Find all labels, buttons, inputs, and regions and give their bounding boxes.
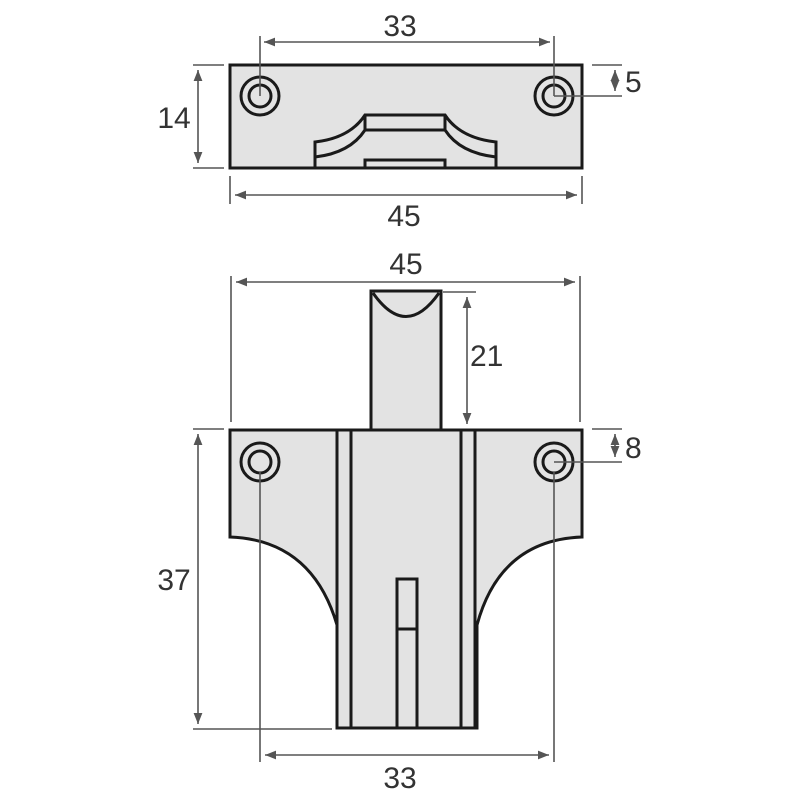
dimension-hole-spacing-top: 33 <box>259 10 555 96</box>
front-view: 45 21 8 37 33 <box>157 248 641 795</box>
handle-slot <box>395 577 419 730</box>
dimension-height-top: 14 <box>157 64 224 169</box>
keeper-recess <box>313 113 498 170</box>
dimension-label: 45 <box>389 248 422 281</box>
dimension-label: 5 <box>625 66 642 99</box>
dimension-bolt-height: 21 <box>443 291 503 424</box>
dimension-width-front: 45 <box>230 248 581 422</box>
bolt-channel <box>335 430 477 728</box>
dimension-height-front: 37 <box>157 428 332 730</box>
dimension-label: 14 <box>157 102 190 135</box>
dimension-label: 45 <box>387 200 420 233</box>
dimension-label: 33 <box>383 762 416 795</box>
top-view: 33 14 5 45 <box>157 10 641 233</box>
dimension-hole-offset-top: 5 <box>554 64 642 99</box>
dimension-label: 37 <box>157 564 190 597</box>
latch-bolt <box>369 289 443 432</box>
dimension-label: 8 <box>625 432 642 465</box>
dimension-label: 21 <box>470 340 503 373</box>
dimension-hole-offset-front: 8 <box>554 428 642 465</box>
dimension-label: 33 <box>383 10 416 43</box>
dimension-hole-spacing-front: 33 <box>259 472 555 795</box>
dimension-width-top: 45 <box>229 176 583 233</box>
